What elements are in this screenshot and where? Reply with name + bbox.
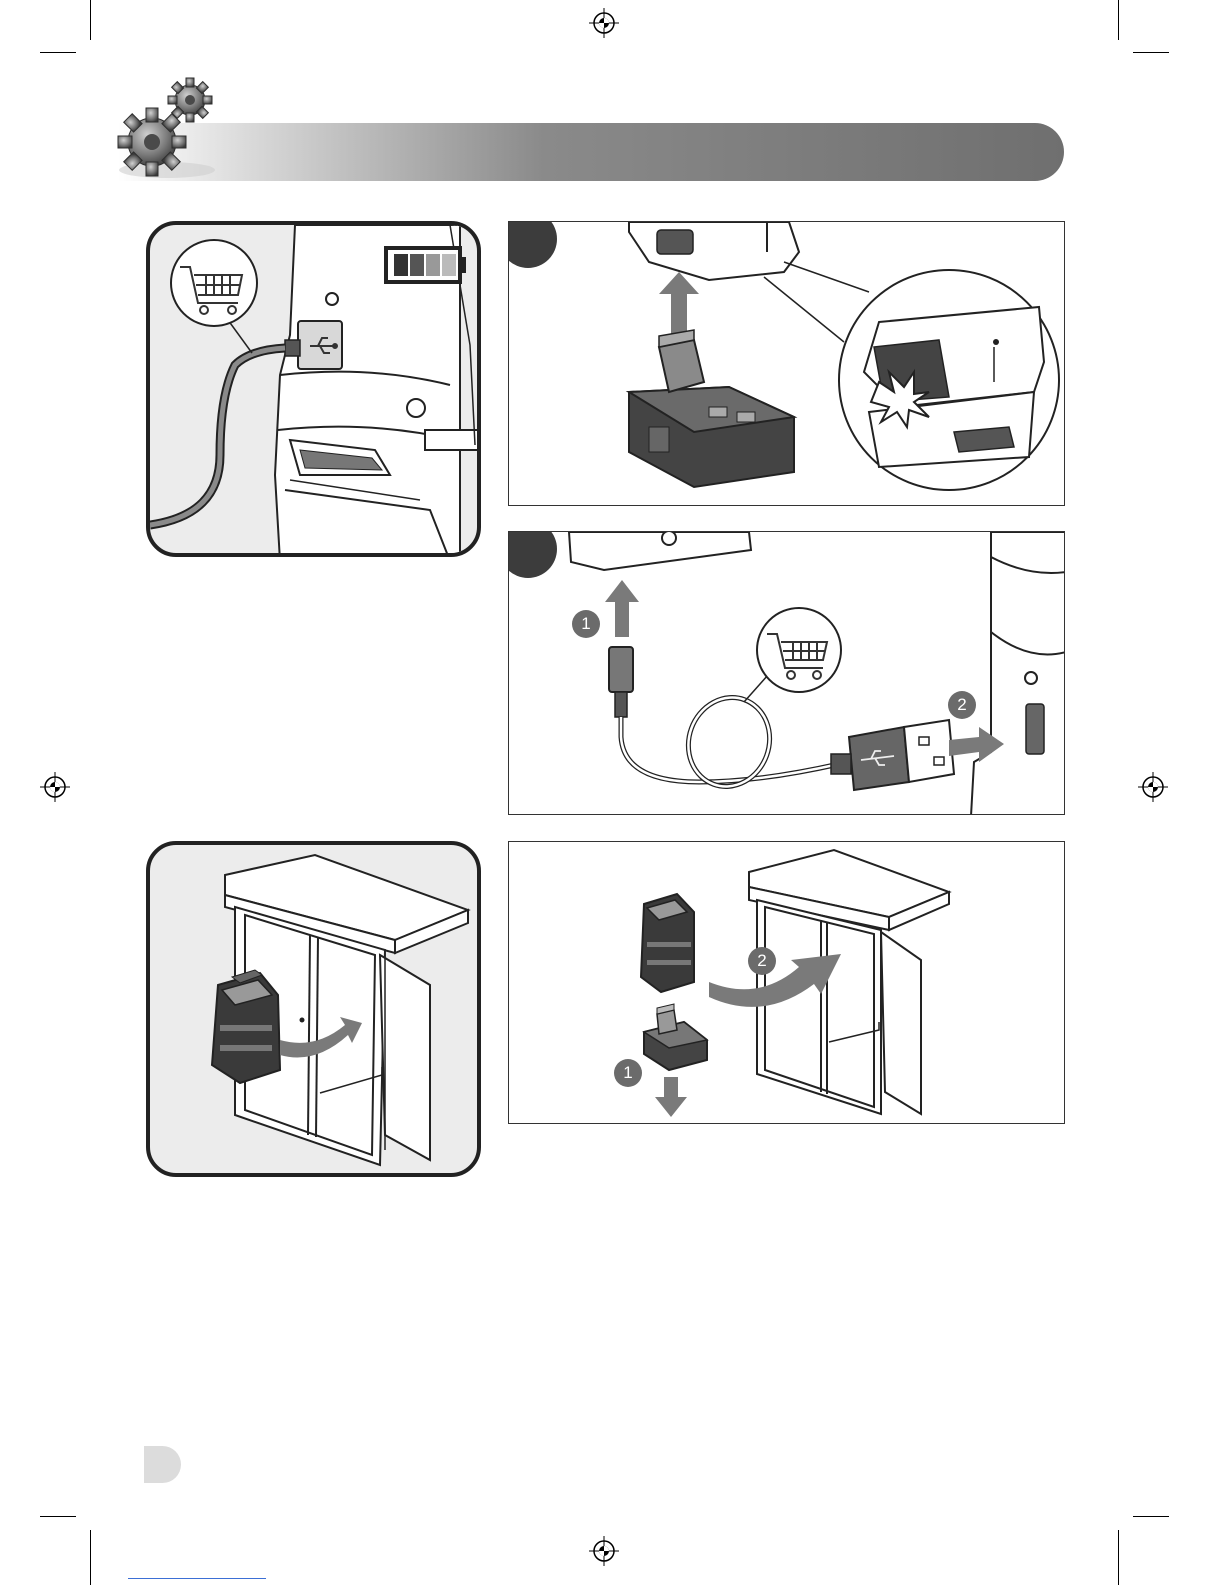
gears-icon — [112, 72, 222, 182]
panel-remove-and-store: 2 1 — [508, 841, 1065, 1124]
panel-battery-removal — [508, 221, 1065, 506]
crop-mark — [40, 52, 76, 53]
step-number-badge: 2 — [948, 691, 976, 719]
panel-usb-cable-connection: 1 2 — [508, 531, 1065, 815]
crop-mark — [1133, 52, 1169, 53]
panel-storage-cabinet — [146, 841, 481, 1177]
crop-mark — [1118, 0, 1119, 40]
registration-icon — [589, 1536, 619, 1566]
step-number-badge: 1 — [572, 610, 600, 638]
section-header-banner — [118, 123, 1064, 181]
crop-mark — [1133, 1516, 1169, 1517]
registration-icon — [40, 772, 70, 802]
crop-mark — [40, 1516, 76, 1517]
battery-level-icon — [386, 248, 466, 282]
registration-icon — [589, 8, 619, 38]
crop-mark — [90, 1530, 91, 1585]
crop-mark — [1118, 1530, 1119, 1585]
panel-usb-charging — [146, 221, 481, 557]
step-number-badge: 1 — [614, 1059, 642, 1087]
crop-mark — [90, 0, 91, 40]
footer-link-underline — [128, 1578, 266, 1579]
step-number-badge: 2 — [748, 947, 776, 975]
page-number-tab — [144, 1446, 181, 1483]
registration-icon — [1138, 772, 1168, 802]
